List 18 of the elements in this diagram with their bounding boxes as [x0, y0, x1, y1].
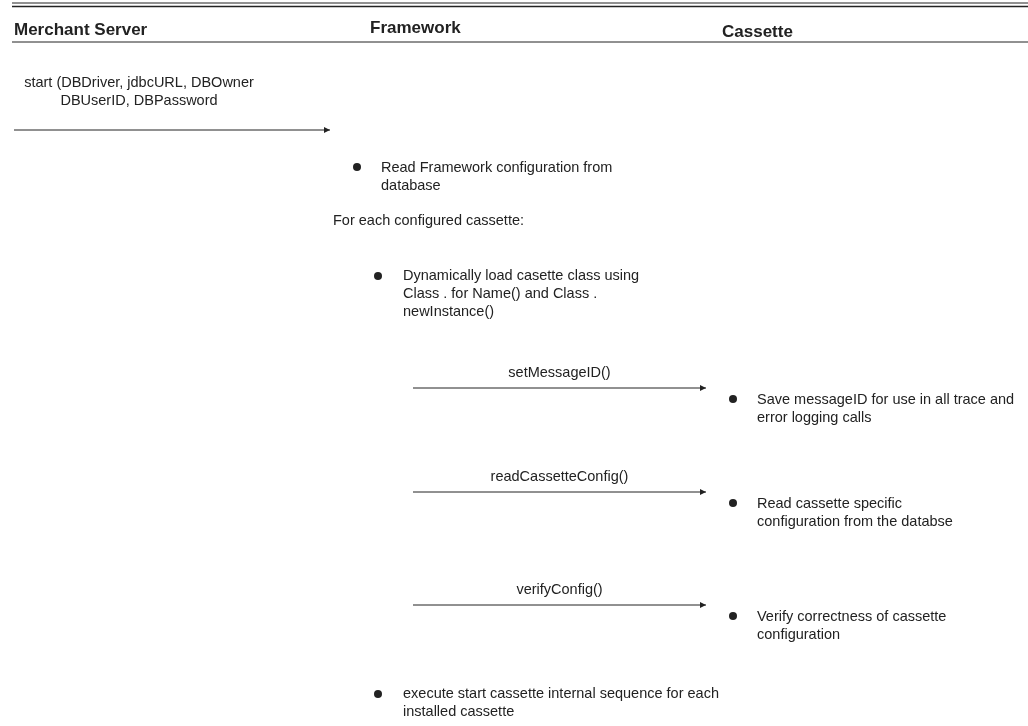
step-note: Verify correctness of cassette configuration — [757, 607, 948, 643]
arrow — [13, 127, 331, 133]
step-note: Save messageID for use in all trace and error logging calls — [757, 390, 1016, 426]
edge-label: readCassetteConfig() — [489, 467, 630, 485]
arrow — [412, 602, 707, 608]
column-header: Merchant Server — [14, 20, 148, 40]
edge-label: start (DBDriver, jdbcURL, DBOwner DBUserID, DBPassword — [23, 73, 255, 109]
step-note: Dynamically load casette class using Class . for Name() and Class . newInstance() — [403, 266, 641, 320]
edge-label: verifyConfig() — [515, 580, 604, 598]
arrow — [412, 385, 707, 391]
step-note: Read Framework configuration from database — [381, 158, 614, 194]
step-note: Read cassette specific configuration from the databse — [757, 494, 954, 530]
loop-note: For each configured cassette: — [333, 211, 525, 229]
column-header: Framework — [370, 18, 461, 38]
edge-label: setMessageID() — [507, 363, 612, 381]
step-note: execute start cassette internal sequence for each installed cassette — [403, 684, 720, 720]
arrow — [412, 489, 707, 495]
column-header: Cassette — [722, 22, 793, 42]
